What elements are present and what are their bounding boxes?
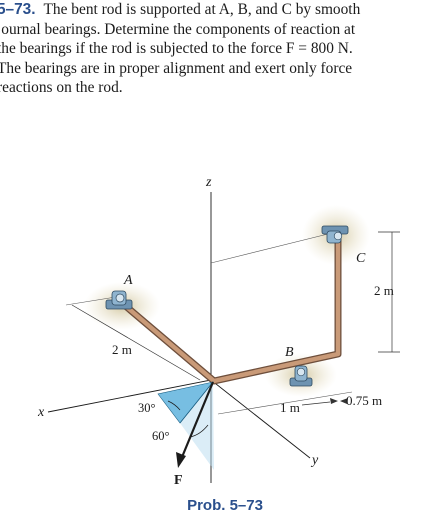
angle-30-label: 30° — [138, 401, 156, 415]
angle-60-label: 60° — [152, 429, 170, 443]
problem-line-4: The bearings are in proper alignment and… — [0, 59, 353, 77]
force-f-shaft — [178, 381, 215, 463]
dimension-2m-right: 2 m — [374, 283, 394, 298]
ref-line-bottom — [217, 391, 353, 415]
problem-line-1: 5–73.The bent rod is supported at A, B, … — [0, 0, 360, 20]
arrow-1m — [330, 398, 338, 404]
bearing-a — [105, 290, 133, 310]
ref-line-top — [210, 231, 337, 264]
problem-statement: 5–73.The bent rod is supported at A, B, … — [0, 0, 448, 108]
problem-line-3: the bearings if the rod is subjected to … — [0, 40, 353, 57]
x-axis — [47, 379, 212, 413]
angle-ref-line — [179, 381, 214, 424]
axis-z-label: z — [205, 175, 212, 190]
axis-x-label: x — [37, 405, 45, 420]
problem-line-2: journal bearings. Determine the componen… — [0, 20, 356, 38]
figure-caption: Prob. 5–73 — [187, 497, 263, 514]
force-f-label: F — [174, 473, 183, 488]
bent-rod-figure: 2 m 2 m 1 m 0.75 m 30° 60° F x y z A — [37, 175, 400, 488]
point-b-label: B — [285, 345, 294, 360]
dimension-line-1m — [301, 401, 331, 406]
dimension-line-2m-left — [71, 304, 201, 381]
dimension-1m: 1 m — [280, 400, 300, 415]
problem-number: 5–73. — [0, 1, 36, 18]
problem-line-5: reactions on the rod. — [0, 79, 123, 96]
bent-rod-highlight — [119, 237, 341, 384]
axis-y-label: y — [310, 453, 319, 468]
dimension-075m: 0.75 m — [346, 393, 382, 408]
arc-30 — [167, 400, 181, 411]
point-c-label: C — [356, 251, 366, 266]
force-f-arrowhead — [176, 452, 186, 468]
y-axis — [210, 379, 311, 459]
angle-plane — [180, 382, 214, 470]
bearing-b — [289, 365, 313, 387]
dimension-2m-left: 2 m — [112, 342, 132, 357]
bearing-c — [321, 225, 349, 244]
arrow-075m — [340, 398, 348, 404]
point-a-label: A — [123, 273, 133, 288]
